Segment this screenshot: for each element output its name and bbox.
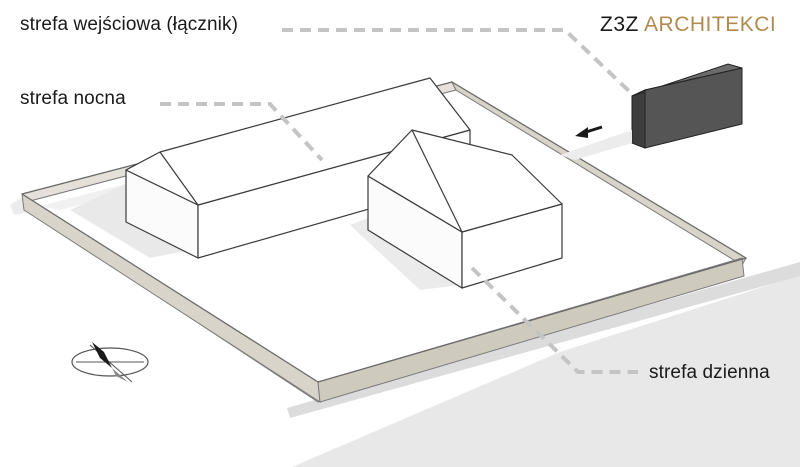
- brand-name-part1: Z3Z: [600, 13, 639, 36]
- entrance-arrow-icon: [575, 125, 603, 138]
- road-edge: [287, 262, 800, 418]
- day-zone-building: [367, 129, 563, 289]
- road-strip: [292, 275, 800, 467]
- entry-connector-block: [560, 63, 743, 160]
- north-arrow-icon: [71, 342, 149, 383]
- leader-entry: [282, 28, 632, 94]
- leader-night: [160, 102, 324, 162]
- day-zone-label: strefa dzienna: [649, 362, 770, 383]
- leader-day: [470, 266, 638, 374]
- brand-logo: Z3Z ARCHITEKCI: [600, 13, 776, 37]
- night-zone-label: strefa nocna: [20, 88, 126, 109]
- entry-zone-label: strefa wejściowa (łącznik): [20, 14, 238, 35]
- leader-lines: [160, 28, 638, 374]
- brand-name-part2: ARCHITEKCI: [644, 13, 777, 36]
